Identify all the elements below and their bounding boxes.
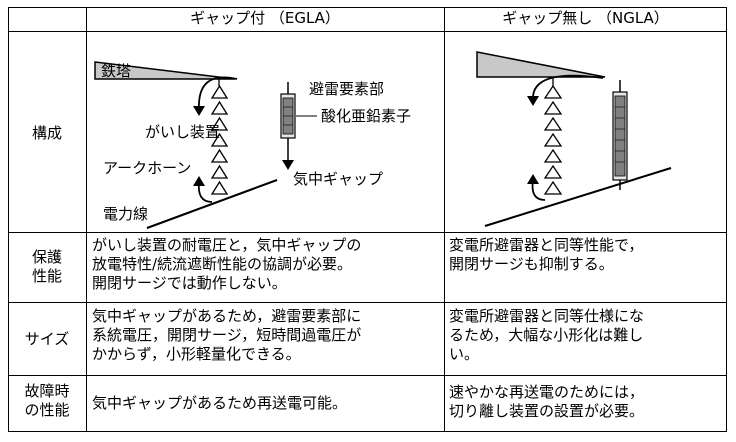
text-line: 気中ギャップがあるため再送電可能。 <box>92 394 348 412</box>
row-label-size: サイズ <box>24 330 70 348</box>
text-line: 速やかな再送電のためには， <box>449 383 645 401</box>
power-line-label: 電力線 <box>103 205 148 223</box>
column-divider-middle <box>444 7 445 432</box>
row-label-failure-line: の性能 <box>24 401 70 419</box>
power-line <box>146 179 278 229</box>
text-line: るため，大幅な小形化は難し <box>449 326 644 344</box>
text-line: い。 <box>449 345 480 363</box>
header-egla: ギャップ付 （EGLA） <box>190 9 340 27</box>
ngla-size-text: 変電所避雷器と同等仕様にな るため，大幅な小形化は難し い。 <box>449 307 644 364</box>
tower-label: 鉄塔 <box>101 62 131 80</box>
insulator-label: がいし装置 <box>145 123 220 141</box>
column-divider-label <box>86 7 87 432</box>
tower-arm <box>476 51 606 78</box>
zinc-oxide-label: 酸化亜鉛素子 <box>321 107 411 125</box>
row-divider-structure <box>8 232 727 233</box>
text-line: 気中ギャップがあるため，避雷要素部に <box>92 307 362 325</box>
zinc-oxide-element <box>614 95 626 177</box>
row-divider-header <box>8 31 727 32</box>
text-line: 開閉サージも抑制する。 <box>449 255 614 273</box>
text-line: 変電所避雷器と同等性能で， <box>449 236 644 254</box>
insulator-string <box>210 84 229 195</box>
gap-electrode-arrow <box>282 160 294 170</box>
ngla-diagram <box>476 51 672 227</box>
air-gap-label: 気中ギャップ <box>293 170 383 188</box>
row-label-structure: 構成 <box>31 124 62 142</box>
arc-top <box>198 76 238 111</box>
arcing-horn-label: アークホーン <box>103 159 191 177</box>
row-label-failure-line: 故障時 <box>24 382 70 400</box>
arrester-element-label: 避雷要素部 <box>309 80 384 98</box>
insulator-string <box>543 84 563 195</box>
header-ngla: ギャップ無し （NGLA） <box>502 9 669 27</box>
egla-failure-text: 気中ギャップがあるため再送電可能。 <box>92 394 347 413</box>
text-line: かからず，小形軽量化できる。 <box>92 345 301 363</box>
power-line <box>484 167 672 227</box>
row-label-failure: 故障時 の性能 <box>8 382 86 420</box>
egla-size-text: 気中ギャップがあるため，避雷要素部に 系統電圧，開閉サージ，短時間過電圧が かか… <box>92 307 361 364</box>
text-line: 系統電圧，開閉サージ，短時間過電圧が <box>92 326 362 344</box>
comparison-table: ギャップ付 （EGLA） ギャップ無し （NGLA） 構成 鉄塔 <box>8 7 727 432</box>
egla-diagram: 鉄塔 避雷要素部 酸化亜鉛素子 <box>94 61 411 229</box>
row-label-protection-line: 性能 <box>31 267 62 285</box>
text-line: 放電特性/続流遮断性能の協調が必要。 <box>92 255 353 273</box>
row-label-protection-line: 保護 <box>31 248 62 266</box>
text-line: 開閉サージでは動作しない。 <box>92 274 287 292</box>
text-line: がいし装置の耐電圧と，気中ギャップの <box>92 236 362 254</box>
text-line: 変電所避雷器と同等仕様にな <box>449 307 645 325</box>
row-divider-size <box>8 375 727 376</box>
arrow-top <box>527 96 539 106</box>
text-line: 切り離し装置の設置が必要。 <box>449 402 645 420</box>
arrow-top <box>193 106 205 116</box>
row-label-protection: 保護 性能 <box>8 248 86 286</box>
ngla-failure-text: 速やかな再送電のためには， 切り離し装置の設置が必要。 <box>449 383 644 421</box>
arrow-bottom <box>193 176 205 186</box>
row-divider-protection <box>8 302 727 303</box>
egla-protection-text: がいし装置の耐電圧と，気中ギャップの 放電特性/続流遮断性能の協調が必要。 開閉… <box>92 236 361 293</box>
table-frame <box>8 7 727 432</box>
ngla-protection-text: 変電所避雷器と同等性能で， 開閉サージも抑制する。 <box>449 236 643 274</box>
arrow-bottom <box>527 174 539 184</box>
arc-top <box>532 74 604 101</box>
tower-arm <box>94 61 236 80</box>
